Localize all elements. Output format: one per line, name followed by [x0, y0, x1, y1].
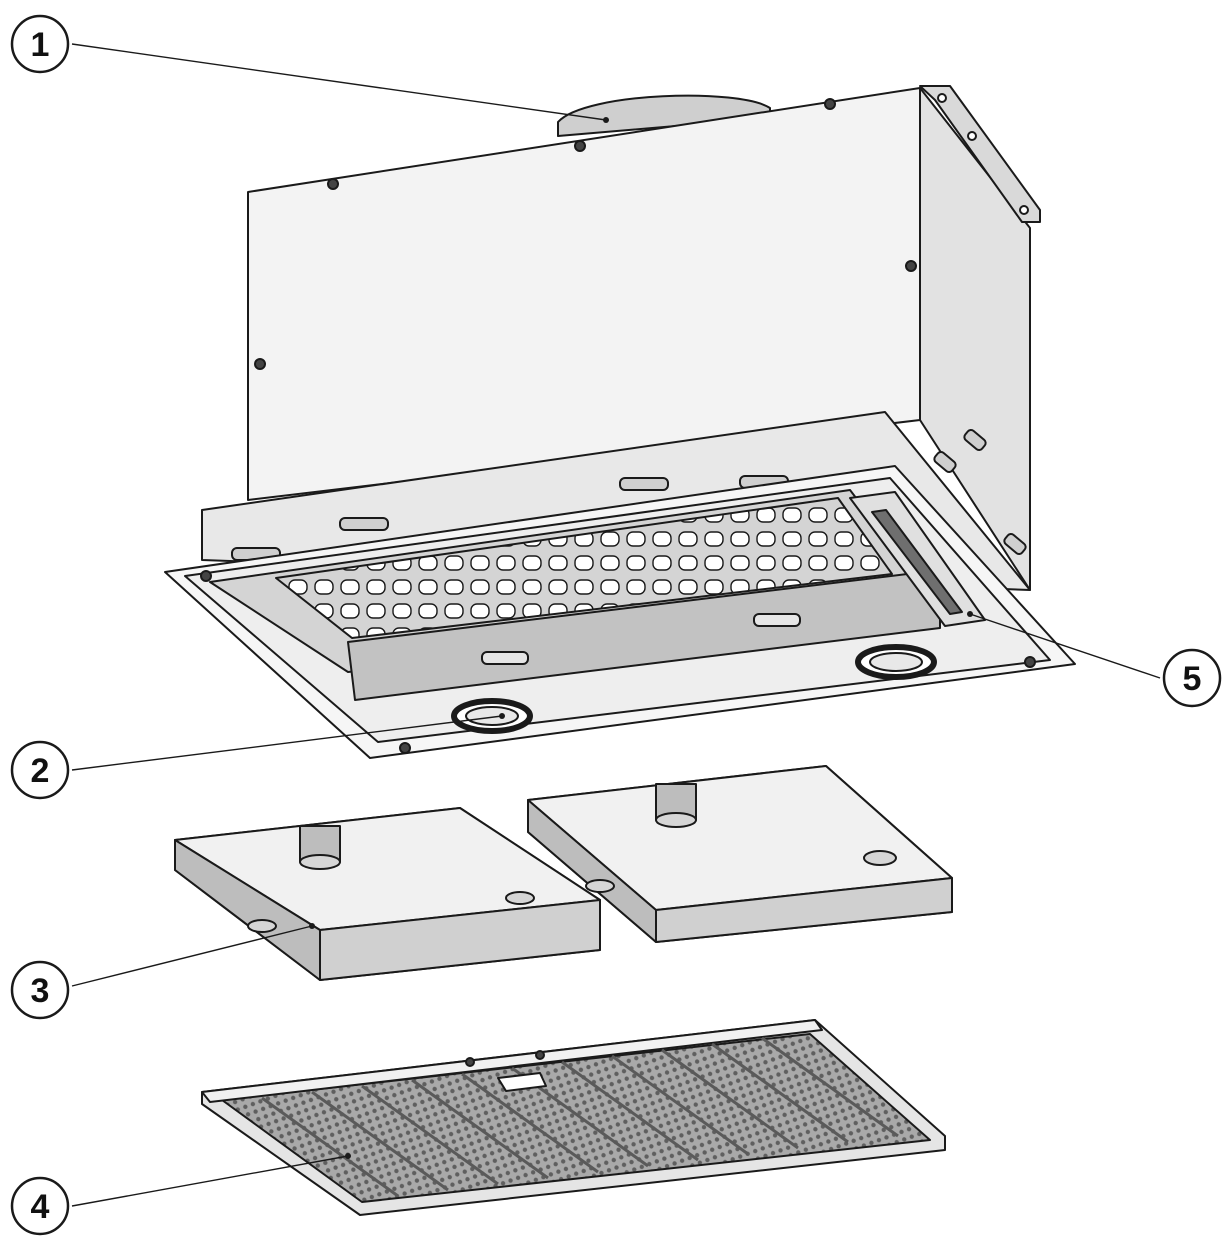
control-panel: [849, 491, 986, 627]
grease-filter: [201, 1019, 946, 1216]
leader-lines: [71, 43, 1161, 1207]
carbon-filter-right: [527, 765, 953, 943]
callout-3: 3: [10, 960, 70, 1020]
hood-body: [247, 85, 1041, 591]
callout-5-label: 5: [1183, 660, 1202, 698]
callout-1: 1: [10, 14, 70, 74]
light-lamp: [451, 644, 937, 734]
leader-dots: [309, 117, 973, 1159]
carbon-filter-left: [174, 807, 601, 981]
air-duct-outlet: [557, 94, 771, 137]
callout-2-label: 2: [31, 752, 50, 790]
callout-5: 5: [1162, 648, 1222, 708]
callout-3-label: 3: [31, 972, 50, 1010]
callout-4: 4: [10, 1176, 70, 1236]
callout-4-label: 4: [31, 1188, 50, 1226]
hood-lower-casing: [164, 411, 1076, 759]
callout-2: 2: [10, 740, 70, 800]
callout-1-label: 1: [31, 26, 50, 64]
